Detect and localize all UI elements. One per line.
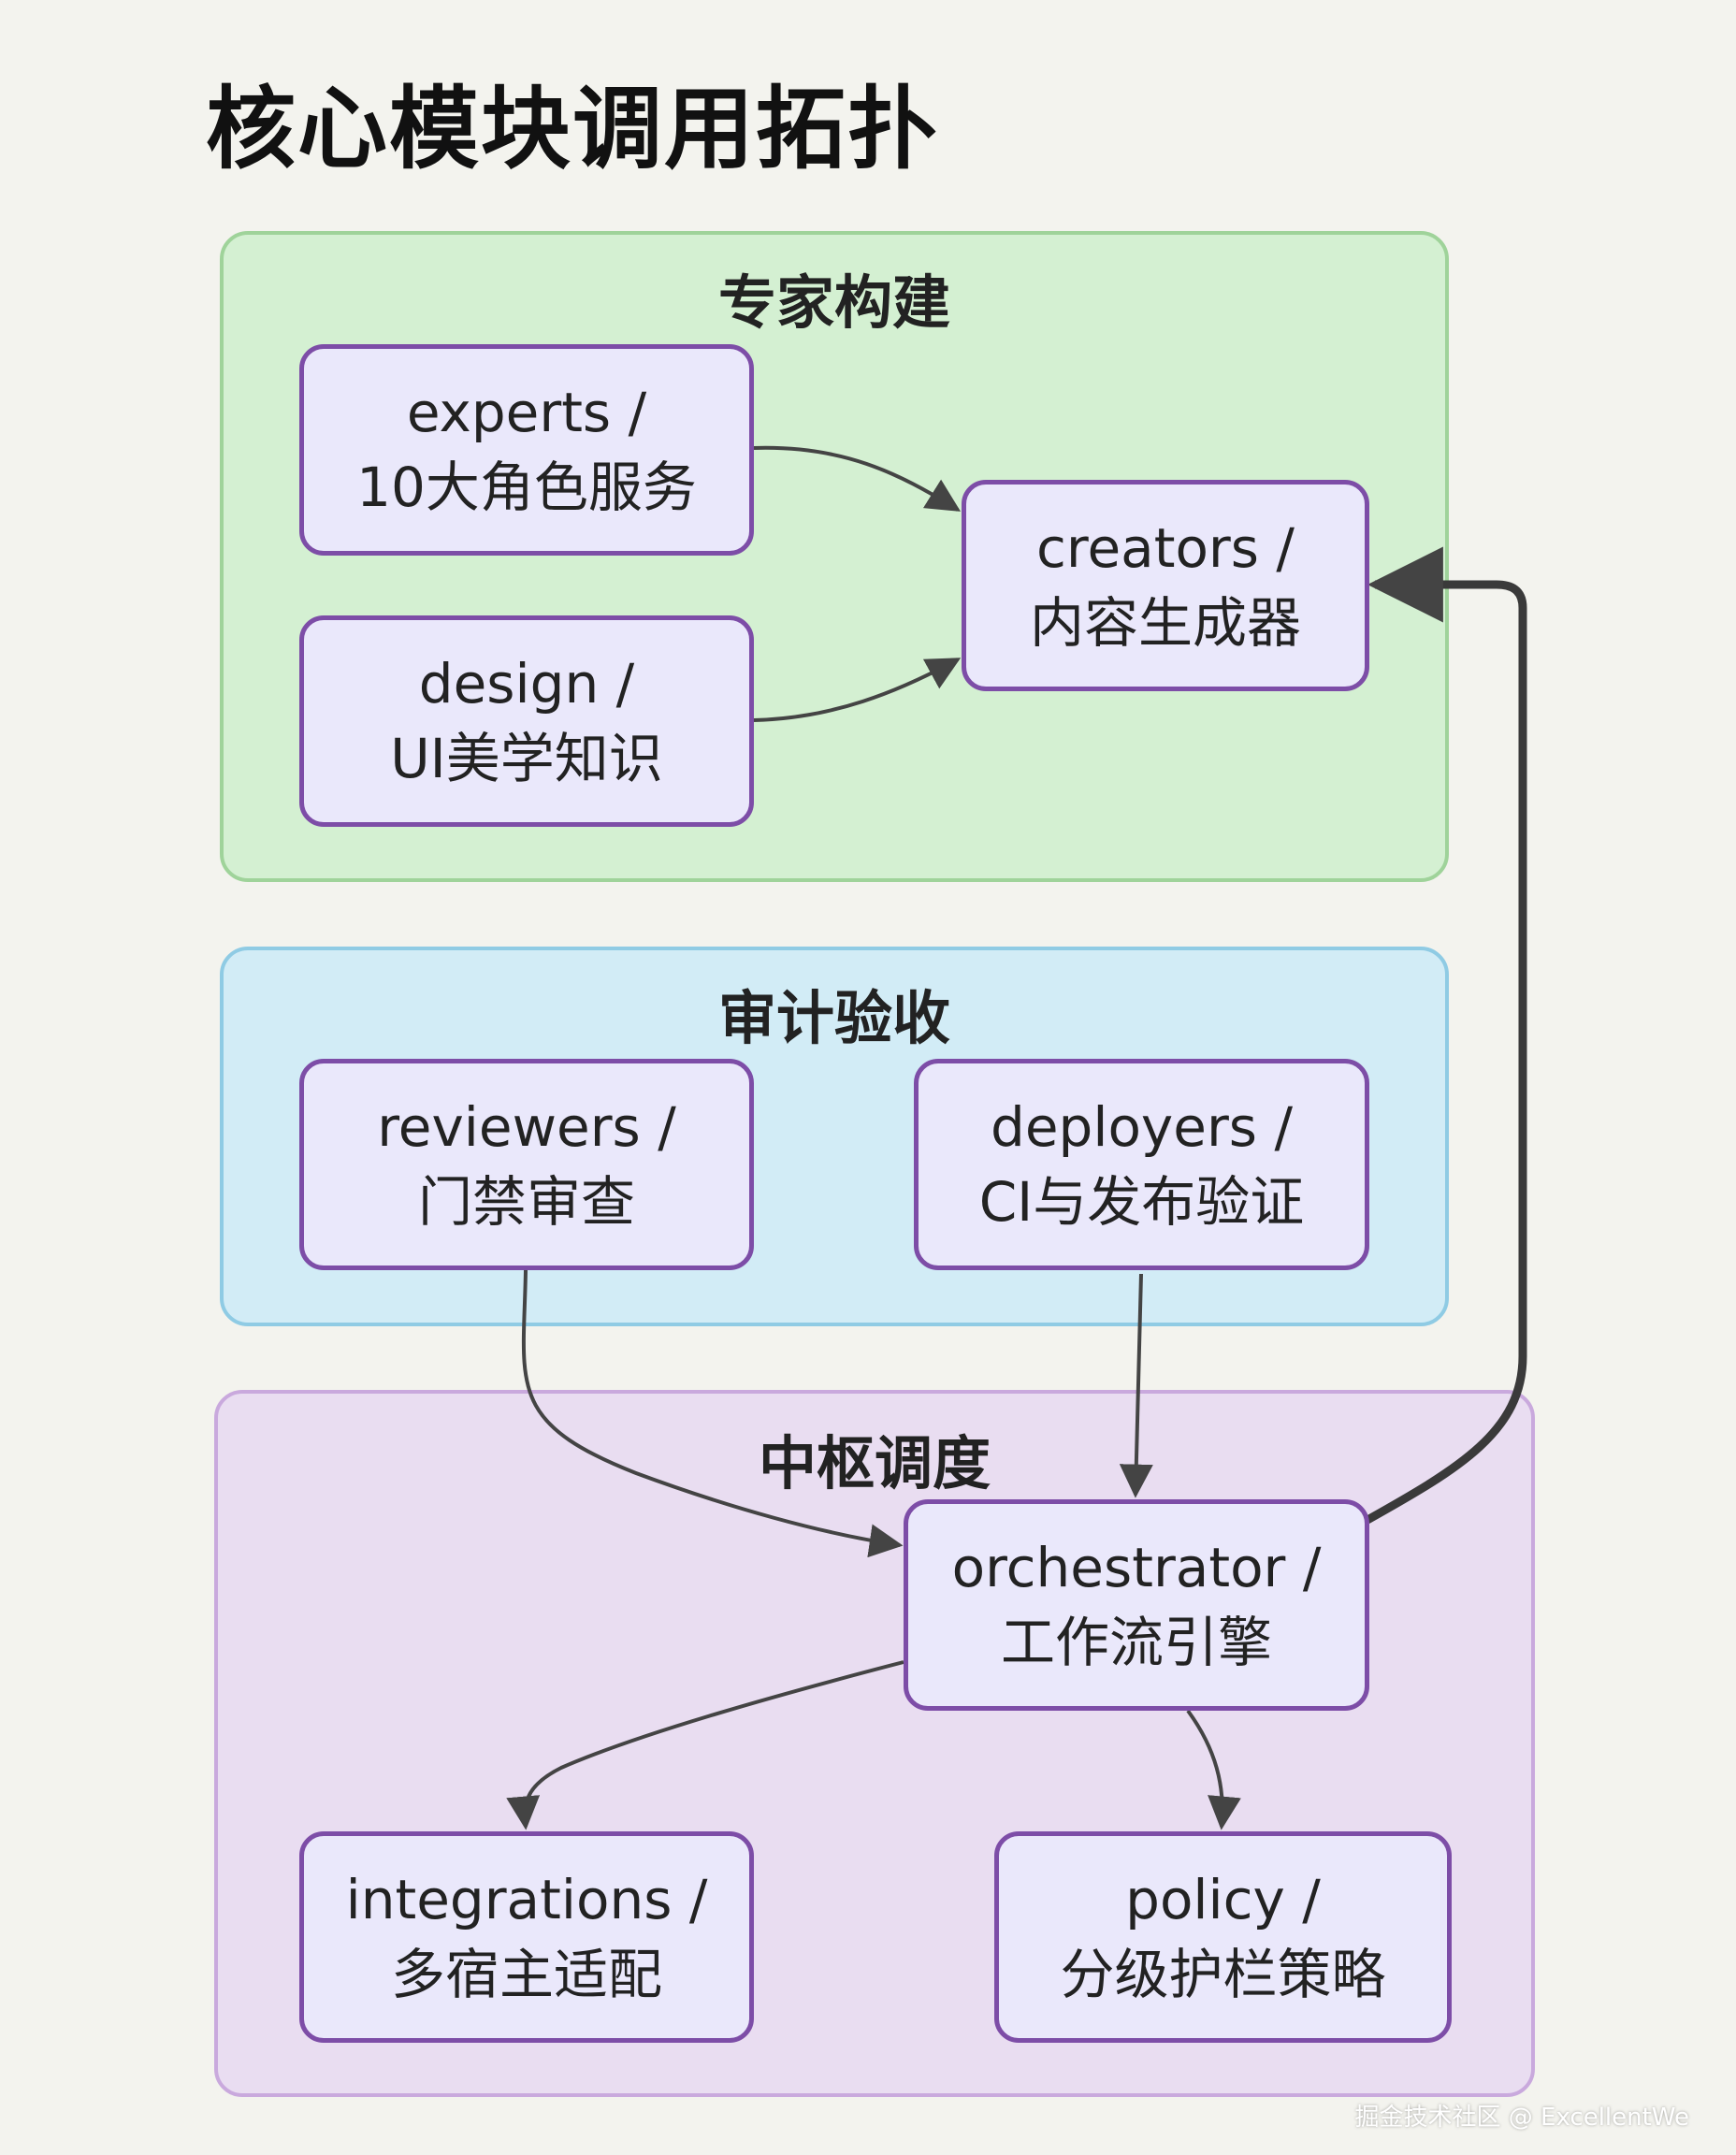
node-experts-desc: 10大角色服务 (356, 456, 697, 519)
node-integrations-desc: 多宿主适配 (390, 1943, 662, 2006)
node-creators: creators / 内容生成器 (962, 480, 1369, 691)
node-experts-name: experts / (406, 380, 647, 444)
node-deployers-desc: CI与发布验证 (978, 1170, 1305, 1234)
node-design-name: design / (418, 651, 635, 716)
node-orchestrator: orchestrator / 工作流引擎 (904, 1499, 1369, 1711)
node-policy: policy / 分级护栏策略 (994, 1831, 1452, 2043)
node-reviewers-name: reviewers / (377, 1094, 676, 1159)
diagram-title: 核心模块调用拓扑 (206, 77, 939, 181)
node-creators-desc: 内容生成器 (1029, 591, 1301, 655)
node-integrations-name: integrations / (345, 1867, 708, 1931)
node-creators-name: creators / (1036, 515, 1295, 580)
watermark: 掘金技术社区 @ ExcellentWe (1354, 2104, 1689, 2132)
node-experts: experts / 10大角色服务 (299, 344, 754, 556)
node-orchestrator-name: orchestrator / (951, 1535, 1322, 1599)
group-experts-label: 专家构建 (717, 268, 950, 337)
node-policy-desc: 分级护栏策略 (1060, 1943, 1386, 2006)
node-integrations: integrations / 多宿主适配 (299, 1831, 754, 2043)
node-deployers-name: deployers / (991, 1094, 1293, 1159)
node-deployers: deployers / CI与发布验证 (914, 1059, 1369, 1270)
group-audit-label: 审计验收 (717, 984, 950, 1052)
node-design: design / UI美学知识 (299, 615, 754, 827)
node-design-desc: UI美学知识 (390, 727, 663, 790)
node-reviewers: reviewers / 门禁审查 (299, 1059, 754, 1270)
node-reviewers-desc: 门禁审查 (417, 1170, 635, 1234)
group-hub-label: 中枢调度 (758, 1429, 991, 1497)
node-policy-name: policy / (1125, 1867, 1321, 1931)
node-orchestrator-desc: 工作流引擎 (1000, 1611, 1272, 1674)
